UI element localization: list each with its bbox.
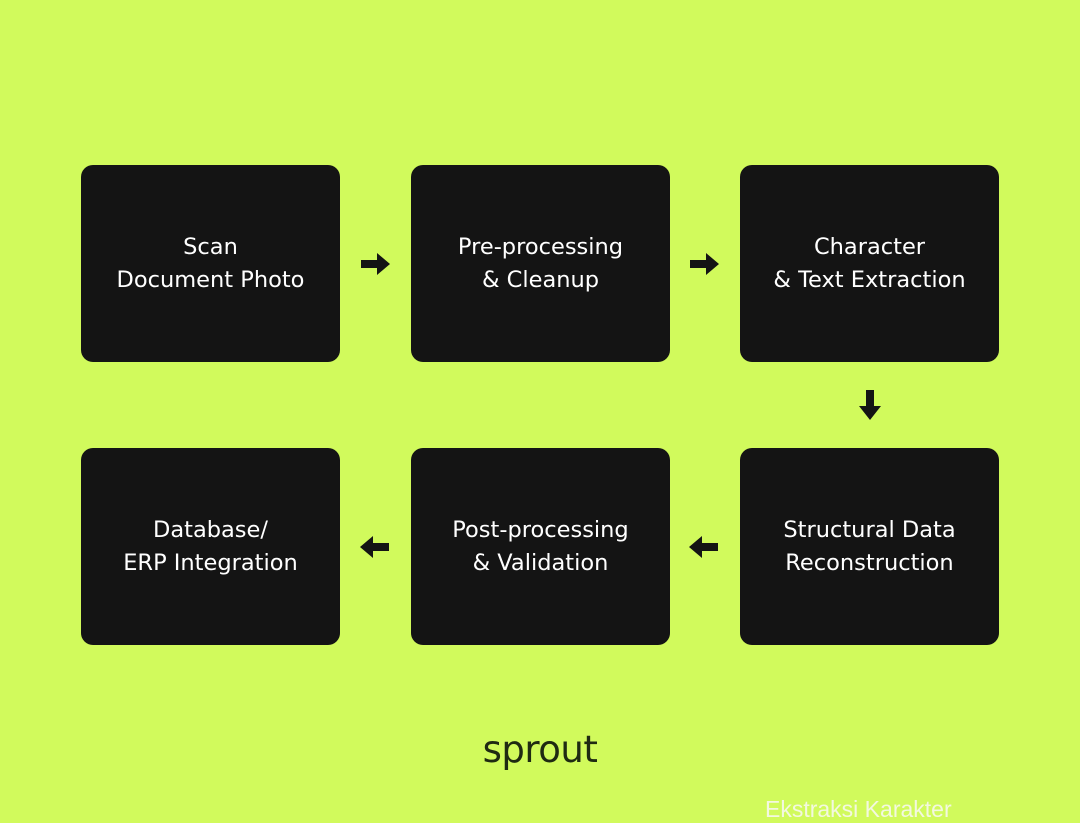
step-label: & Validation: [472, 549, 609, 576]
step-label: & Text Extraction: [773, 266, 966, 293]
arrow-down-icon: [854, 389, 886, 421]
step-label: & Cleanup: [481, 266, 600, 293]
step-label: Reconstruction: [785, 549, 954, 576]
step-label: Character: [813, 233, 926, 260]
step-text-extraction: Character & Text Extraction: [740, 165, 999, 362]
step-label: ERP Integration: [123, 549, 298, 576]
sprout-logo: sprout: [482, 728, 598, 771]
arrow-right-icon: [688, 248, 720, 280]
step-preprocessing: Pre-processing & Cleanup: [411, 165, 670, 362]
step-scan-document: Scan Document Photo: [81, 165, 340, 362]
step-structural-reconstruction: Structural Data Reconstruction: [740, 448, 999, 645]
step-label: Database/: [153, 516, 268, 543]
step-label: Structural Data: [783, 516, 956, 543]
arrow-left-icon: [359, 531, 391, 563]
arrow-right-icon: [359, 248, 391, 280]
step-label: Post-processing: [452, 516, 629, 543]
step-label: Scan: [183, 233, 238, 260]
arrow-left-icon: [688, 531, 720, 563]
step-postprocessing: Post-processing & Validation: [411, 448, 670, 645]
step-erp-integration: Database/ ERP Integration: [81, 448, 340, 645]
step-label: Pre-processing: [457, 233, 624, 260]
step-label: Document Photo: [116, 266, 305, 293]
